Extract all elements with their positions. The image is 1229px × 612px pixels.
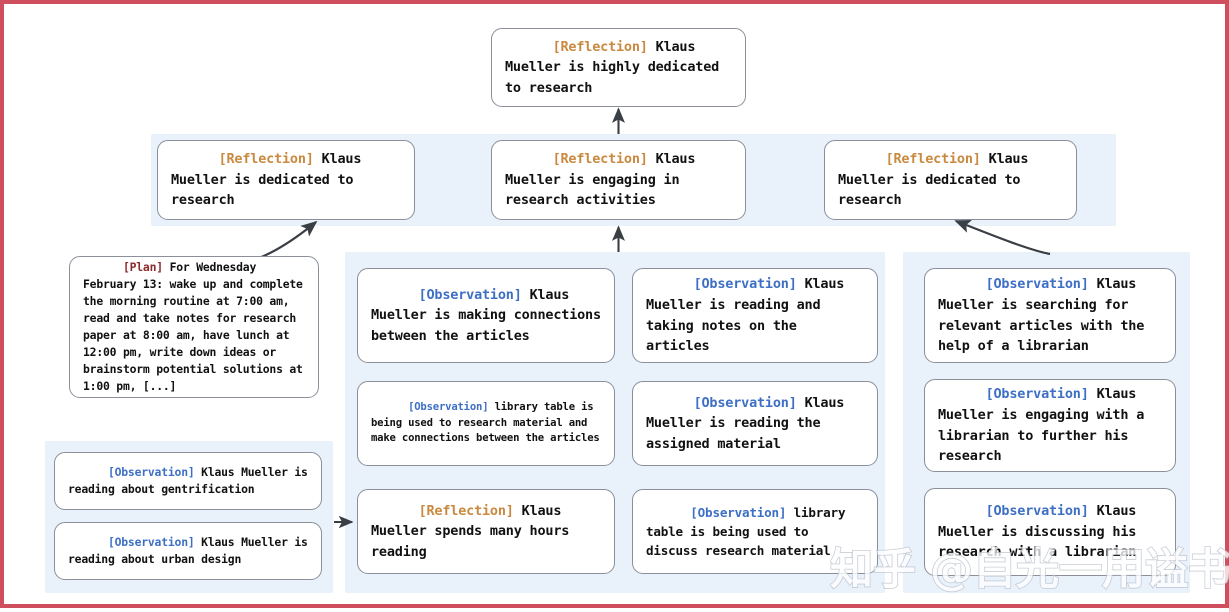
tag-reflection: [Reflection] <box>552 151 648 168</box>
node-observation-assigned-material[interactable]: [Observation] Klaus Mueller is reading t… <box>632 381 878 466</box>
node-mid-left-reflection[interactable]: [Reflection] Klaus Mueller is dedicated … <box>157 140 415 220</box>
node-observation-connections[interactable]: [Observation] Klaus Mueller is making co… <box>357 268 615 363</box>
node-text: Klaus Mueller is highly dedicated to res… <box>505 38 727 96</box>
tag-observation: [Observation] <box>985 503 1089 520</box>
node-text: For Wednesday February 13: wake up and c… <box>83 259 310 394</box>
node-observation-discussing-librarian-text: [Observation] Klaus Mueller is discussin… <box>925 489 1175 575</box>
node-text: Klaus Mueller is engaging with a librari… <box>938 386 1153 465</box>
node-text: Klaus Mueller is reading about urban des… <box>68 534 315 566</box>
node-observation-connections-text: [Observation] Klaus Mueller is making co… <box>358 269 614 362</box>
node-reflection-many-hours[interactable]: [Reflection] Klaus Mueller spends many h… <box>357 489 615 574</box>
node-mid-right-reflection-text: [Reflection] Klaus Mueller is dedicated … <box>825 141 1076 219</box>
tag-reflection: [Reflection] <box>885 151 981 168</box>
node-text: Klaus Mueller is making connections betw… <box>371 286 609 344</box>
tag-observation: [Observation] <box>418 286 522 303</box>
node-observation-library-table-connections[interactable]: [Observation] library table is being use… <box>357 381 615 466</box>
node-observation-discussing-librarian[interactable]: [Observation] Klaus Mueller is discussin… <box>924 488 1176 576</box>
tag-observation: [Observation] <box>985 386 1089 403</box>
tag-observation: [Observation] <box>690 504 787 520</box>
tag-reflection: [Reflection] <box>218 151 314 168</box>
node-text: Klaus Mueller is dedicated to research <box>171 151 370 209</box>
node-text: Klaus Mueller is searching for relevant … <box>938 276 1153 355</box>
tag-reflection: [Reflection] <box>418 502 514 519</box>
node-observation-gentrification-text: [Observation] Klaus Mueller is reading a… <box>55 453 321 509</box>
node-plan[interactable]: [Plan] For Wednesday February 13: wake u… <box>69 256 319 398</box>
node-text: library table is being used to research … <box>371 400 600 445</box>
tag-reflection: [Reflection] <box>552 38 648 55</box>
node-observation-searching-articles[interactable]: [Observation] Klaus Mueller is searching… <box>924 268 1176 363</box>
node-mid-center-reflection-text: [Reflection] Klaus Mueller is engaging i… <box>492 141 745 219</box>
node-observation-library-table-discuss[interactable]: [Observation] library table is being use… <box>632 489 878 574</box>
node-root-reflection[interactable]: [Reflection] Klaus Mueller is highly ded… <box>491 28 746 107</box>
tag-observation: [Observation] <box>107 534 195 549</box>
node-mid-center-reflection[interactable]: [Reflection] Klaus Mueller is engaging i… <box>491 140 746 220</box>
node-plan-text: [Plan] For Wednesday February 13: wake u… <box>70 257 318 397</box>
node-text: Klaus Mueller is discussing his research… <box>938 503 1145 561</box>
node-observation-urban-design-text: [Observation] Klaus Mueller is reading a… <box>55 523 321 579</box>
node-text: Klaus Mueller spends many hours reading <box>371 502 578 560</box>
node-observation-reading-notes-text: [Observation] Klaus Mueller is reading a… <box>633 269 877 362</box>
node-reflection-many-hours-text: [Reflection] Klaus Mueller spends many h… <box>358 490 614 573</box>
node-text: Klaus Mueller is engaging in research ac… <box>505 151 704 209</box>
node-observation-gentrification[interactable]: [Observation] Klaus Mueller is reading a… <box>54 452 322 510</box>
tag-plan: [Plan] <box>122 259 163 274</box>
node-observation-engaging-librarian-text: [Observation] Klaus Mueller is engaging … <box>925 380 1175 471</box>
node-text: Klaus Mueller is reading about gentrific… <box>68 464 315 496</box>
node-observation-reading-notes[interactable]: [Observation] Klaus Mueller is reading a… <box>632 268 878 363</box>
node-mid-right-reflection[interactable]: [Reflection] Klaus Mueller is dedicated … <box>824 140 1077 220</box>
node-observation-library-table-connections-text: [Observation] library table is being use… <box>358 384 614 462</box>
node-text: Klaus Mueller is reading and taking note… <box>646 276 853 355</box>
node-observation-searching-articles-text: [Observation] Klaus Mueller is searching… <box>925 269 1175 362</box>
node-text: Klaus Mueller is dedicated to research <box>838 151 1037 209</box>
node-text: Klaus Mueller is reading the assigned ma… <box>646 394 853 452</box>
node-observation-library-table-discuss-text: [Observation] library table is being use… <box>633 490 877 573</box>
node-root-reflection-text: [Reflection] Klaus Mueller is highly ded… <box>492 29 745 106</box>
node-observation-assigned-material-text: [Observation] Klaus Mueller is reading t… <box>633 382 877 465</box>
tag-observation: [Observation] <box>985 276 1089 293</box>
node-observation-engaging-librarian[interactable]: [Observation] Klaus Mueller is engaging … <box>924 379 1176 472</box>
tag-observation: [Observation] <box>408 400 489 413</box>
node-observation-urban-design[interactable]: [Observation] Klaus Mueller is reading a… <box>54 522 322 580</box>
tag-observation: [Observation] <box>693 276 797 293</box>
tag-observation: [Observation] <box>107 464 195 479</box>
node-text: library table is being used to discuss r… <box>646 504 853 559</box>
node-mid-left-reflection-text: [Reflection] Klaus Mueller is dedicated … <box>158 141 414 219</box>
tag-observation: [Observation] <box>693 394 797 411</box>
